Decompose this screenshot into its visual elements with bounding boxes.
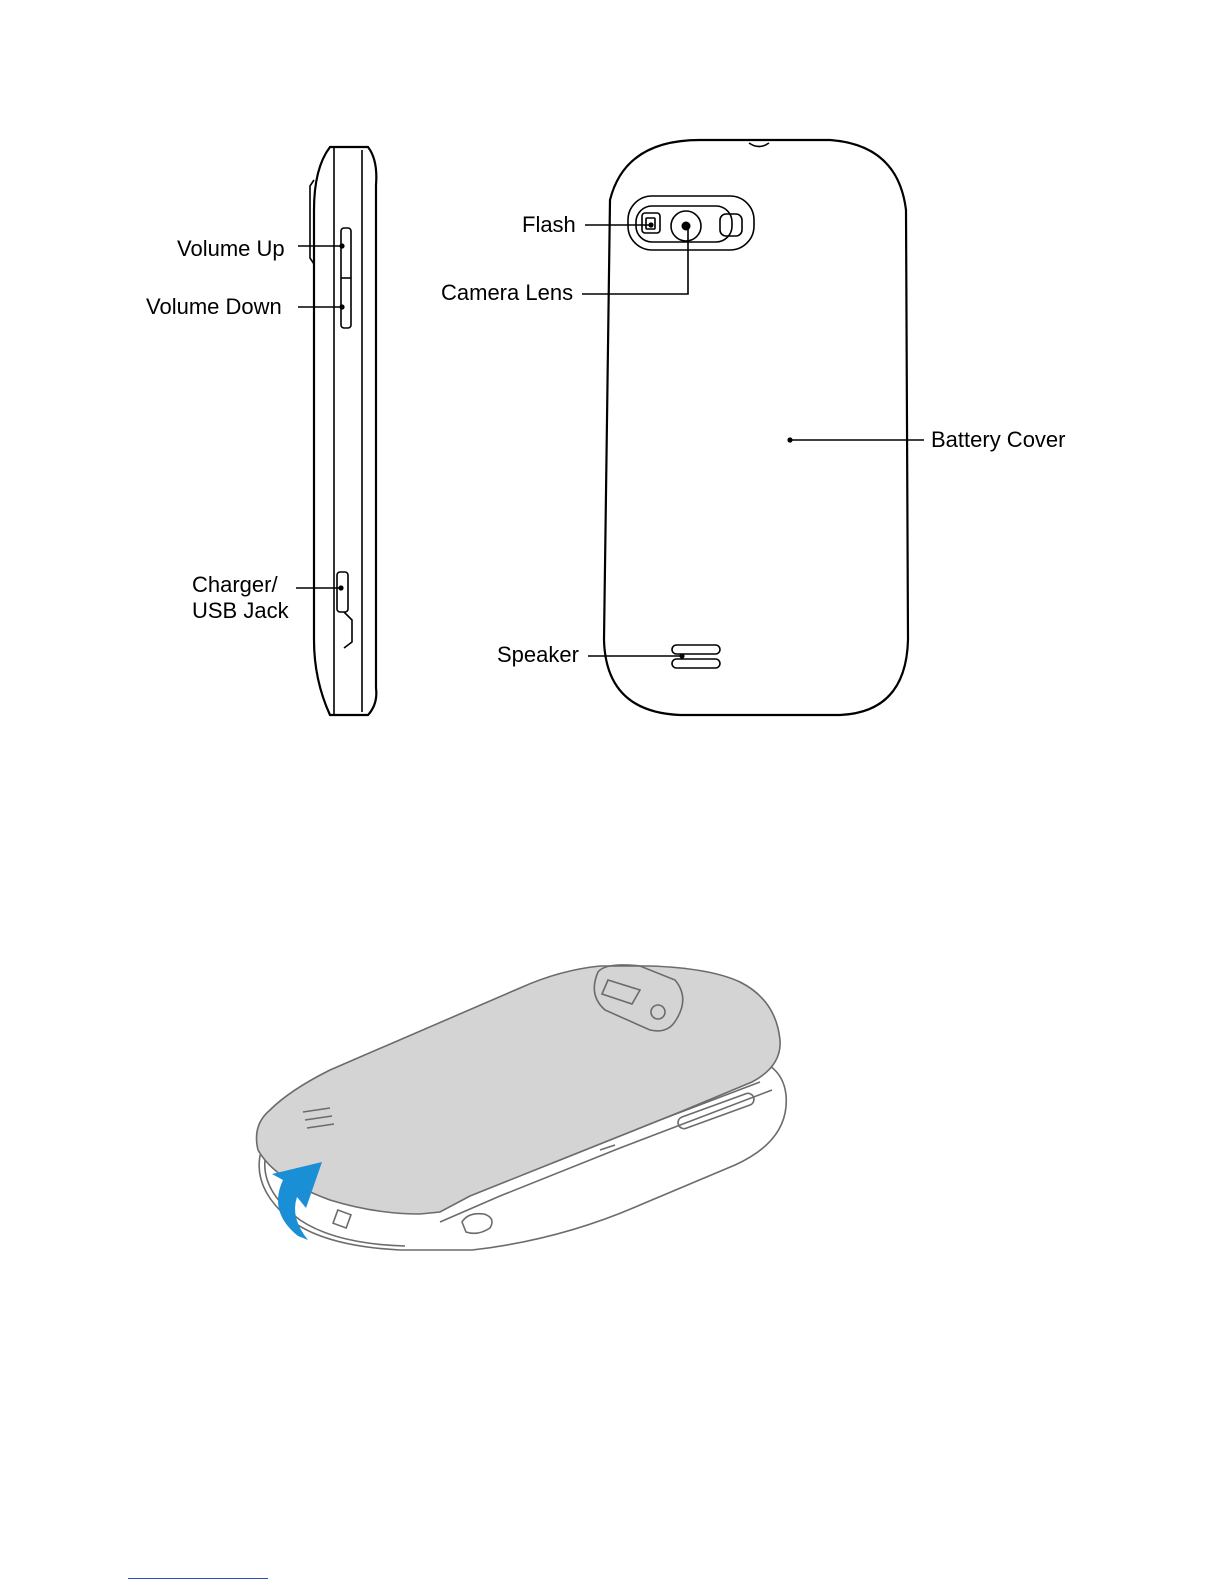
flash-label: Flash: [522, 212, 576, 237]
battery-cover-label: Battery Cover: [931, 427, 1066, 452]
phone-side-view: [310, 147, 376, 715]
charger-label-line2: USB Jack: [192, 598, 290, 623]
battery-cover-removal-illustration: [250, 965, 788, 1260]
footer-divider-line: [128, 1578, 268, 1579]
charger-usb-jack-callout: Charger/ USB Jack: [192, 572, 344, 623]
camera-lens-callout: Camera Lens: [441, 228, 688, 305]
camera-lens-label: Camera Lens: [441, 280, 573, 305]
speaker-label: Speaker: [497, 642, 579, 667]
speaker-callout: Speaker: [497, 642, 685, 667]
volume-up-label: Volume Up: [177, 236, 285, 261]
charger-label-line1: Charger/: [192, 572, 278, 597]
battery-cover-callout: Battery Cover: [787, 427, 1065, 452]
flash-callout: Flash: [522, 212, 654, 237]
volume-up-callout: Volume Up: [177, 236, 345, 261]
volume-down-label: Volume Down: [146, 294, 282, 319]
